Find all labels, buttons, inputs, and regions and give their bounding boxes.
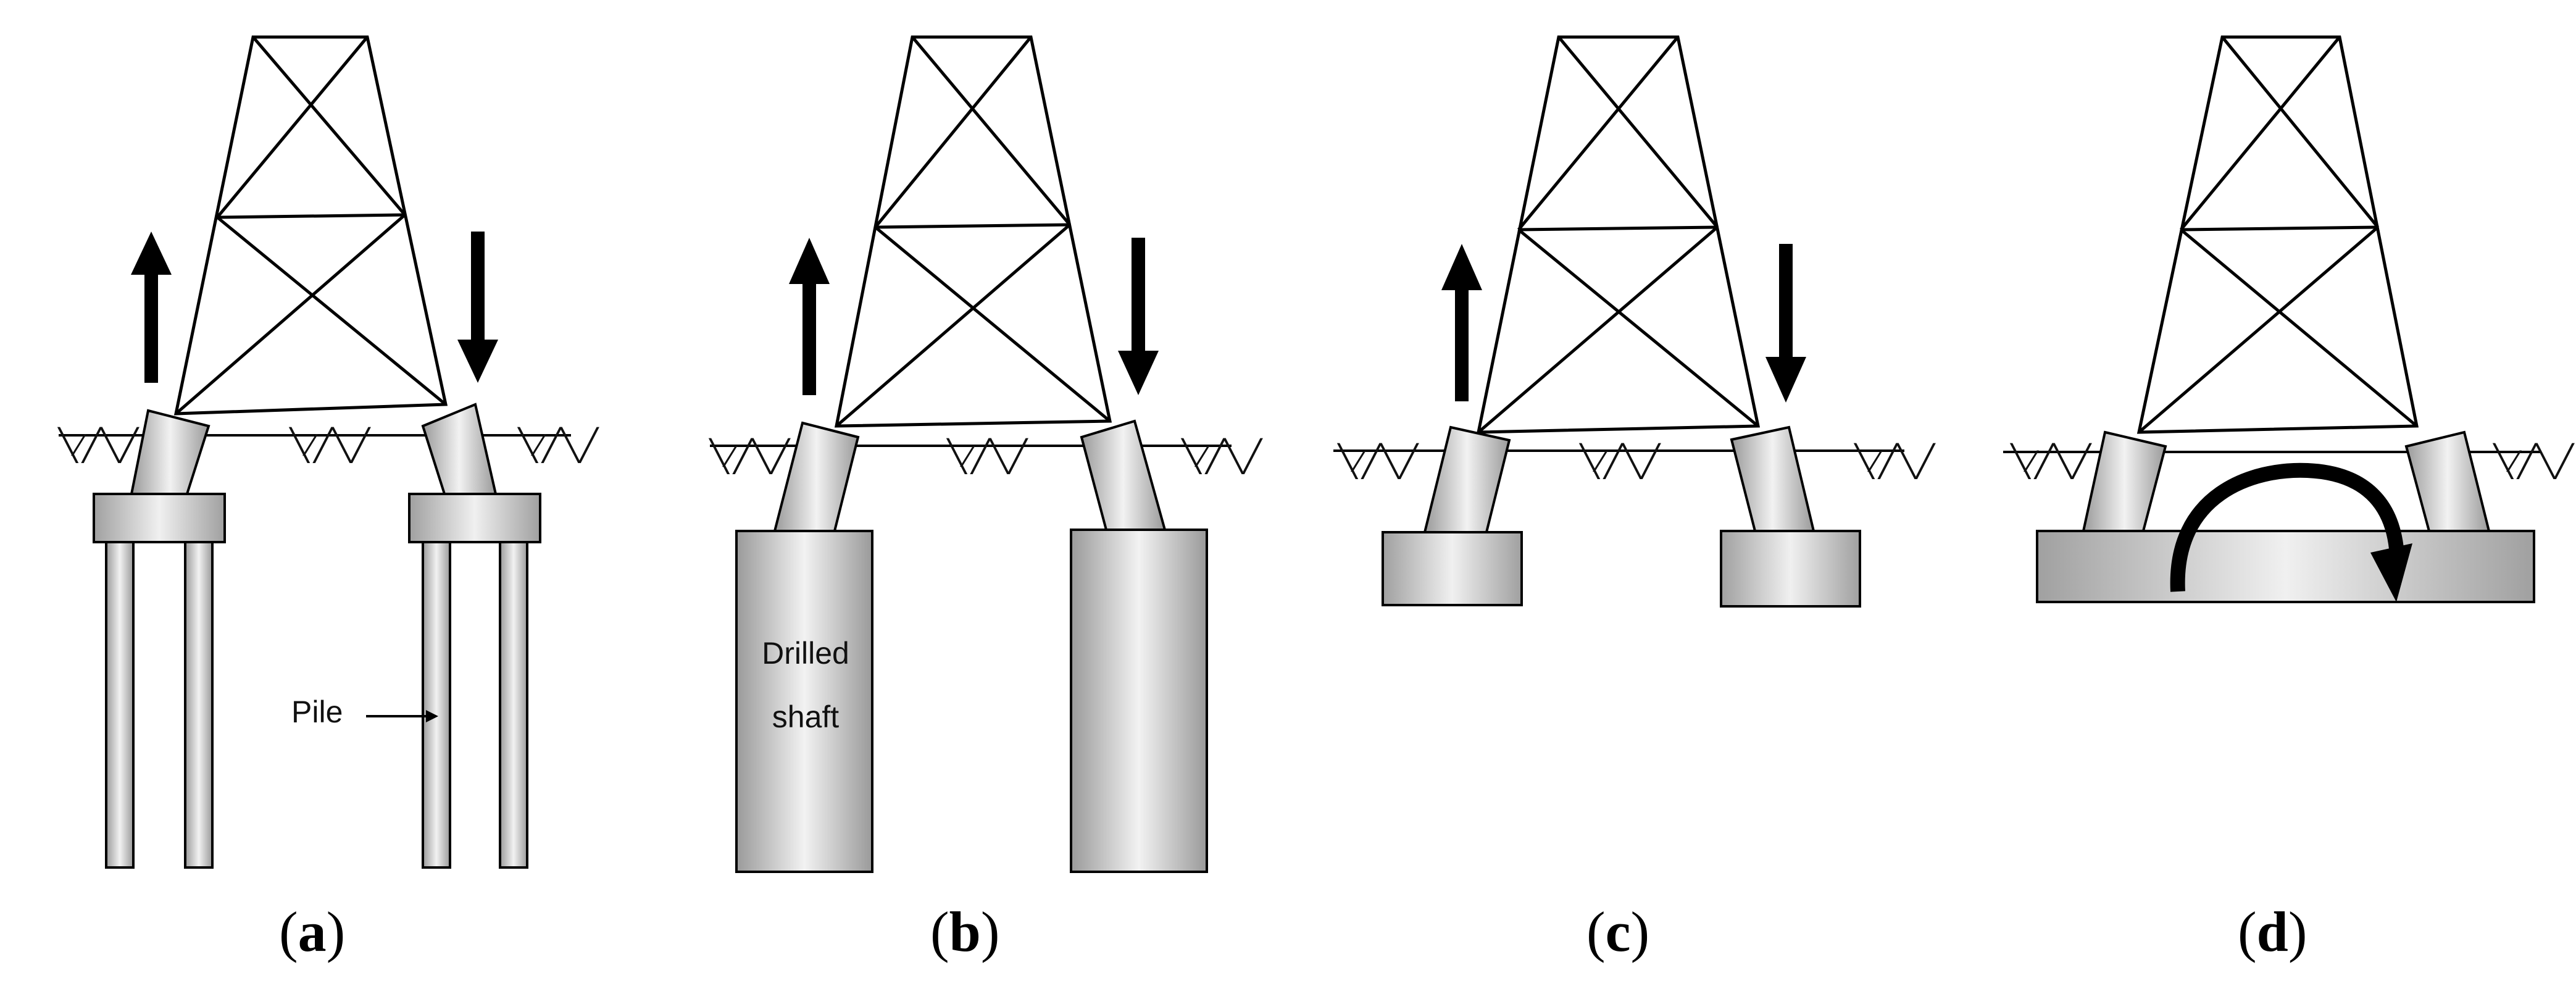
spread-footing	[1382, 531, 1523, 606]
spread-footing	[1720, 530, 1861, 608]
compression-arrow	[457, 232, 498, 383]
compression-arrow	[1118, 238, 1159, 395]
mat-foundation	[2036, 530, 2535, 603]
pedestal	[1080, 419, 1167, 531]
soil-symbol: ╲⁄╱╲╱	[708, 438, 791, 475]
panel-c: ╲⁄╱╲╱ ╲⁄╱╲╱ ╲⁄╱╲╱ (c)	[1333, 35, 1936, 963]
soil-symbol: ╲⁄╱╲╱	[2009, 443, 2093, 480]
panel-d: ╲⁄╱╲╱ ╲⁄╱╲╱ (d)	[2003, 35, 2575, 963]
uplift-arrow	[131, 232, 172, 383]
soil-symbol: ╲⁄╱╲╱	[288, 427, 372, 464]
compression-arrow	[1765, 244, 1806, 403]
caption-b: (b)	[930, 900, 999, 963]
tower-a	[173, 35, 448, 416]
soil-symbol: ╲⁄╱╲╱	[1578, 443, 1662, 480]
soil-symbol: ╲⁄╱╲╱	[1180, 438, 1264, 475]
soil-symbol: ╲⁄╱╲╱	[1336, 443, 1420, 480]
drilled-shaft	[735, 530, 873, 873]
soil-symbol: ╲⁄╱╲╱	[2492, 443, 2575, 480]
pile	[184, 539, 214, 869]
panel-b: ╲⁄╱╲╱ ╲⁄╱╲╱ ╲⁄╱╲╱ Drilled shaft (b)	[708, 35, 1264, 963]
soil-symbol: ╲⁄╱╲╱	[517, 427, 600, 464]
uplift-arrow	[1441, 244, 1482, 401]
pile	[105, 539, 135, 869]
pedestal	[2082, 430, 2167, 532]
pedestal	[773, 421, 860, 532]
pedestal	[421, 403, 498, 495]
panel-a: ╲⁄╱╲╱ ╲⁄╱╲╱ ╲⁄╱╲╱ Pile (a)	[57, 35, 600, 963]
caption-a: (a)	[279, 900, 345, 963]
drilled-shaft-label-line2: shaft	[772, 700, 840, 734]
pedestal	[2404, 430, 2491, 532]
caption-c: (c)	[1586, 900, 1649, 963]
tower-b	[834, 35, 1112, 428]
caption-d: (d)	[2238, 900, 2307, 963]
pile-label: Pile	[291, 695, 343, 729]
drilled-shaft	[1070, 529, 1208, 873]
drilled-shaft-label-line1: Drilled	[762, 636, 849, 671]
pile-cap	[408, 493, 541, 543]
soil-symbol: ╲⁄╱╲╱	[57, 427, 140, 464]
soil-symbol: ╲⁄╱╲╱	[946, 438, 1029, 475]
pedestal	[1423, 425, 1511, 533]
moment-arrow	[2170, 462, 2412, 602]
pedestal	[1730, 425, 1815, 532]
tower-c	[1476, 35, 1761, 434]
pedestal	[130, 409, 210, 495]
uplift-arrow	[789, 238, 830, 395]
pile-pointer-arrow	[366, 710, 438, 722]
tower-d	[2136, 35, 2419, 434]
pile-cap	[93, 493, 226, 543]
soil-symbol: ╲⁄╱╲╱	[1853, 443, 1936, 480]
pile	[499, 539, 528, 869]
pile	[422, 539, 451, 869]
